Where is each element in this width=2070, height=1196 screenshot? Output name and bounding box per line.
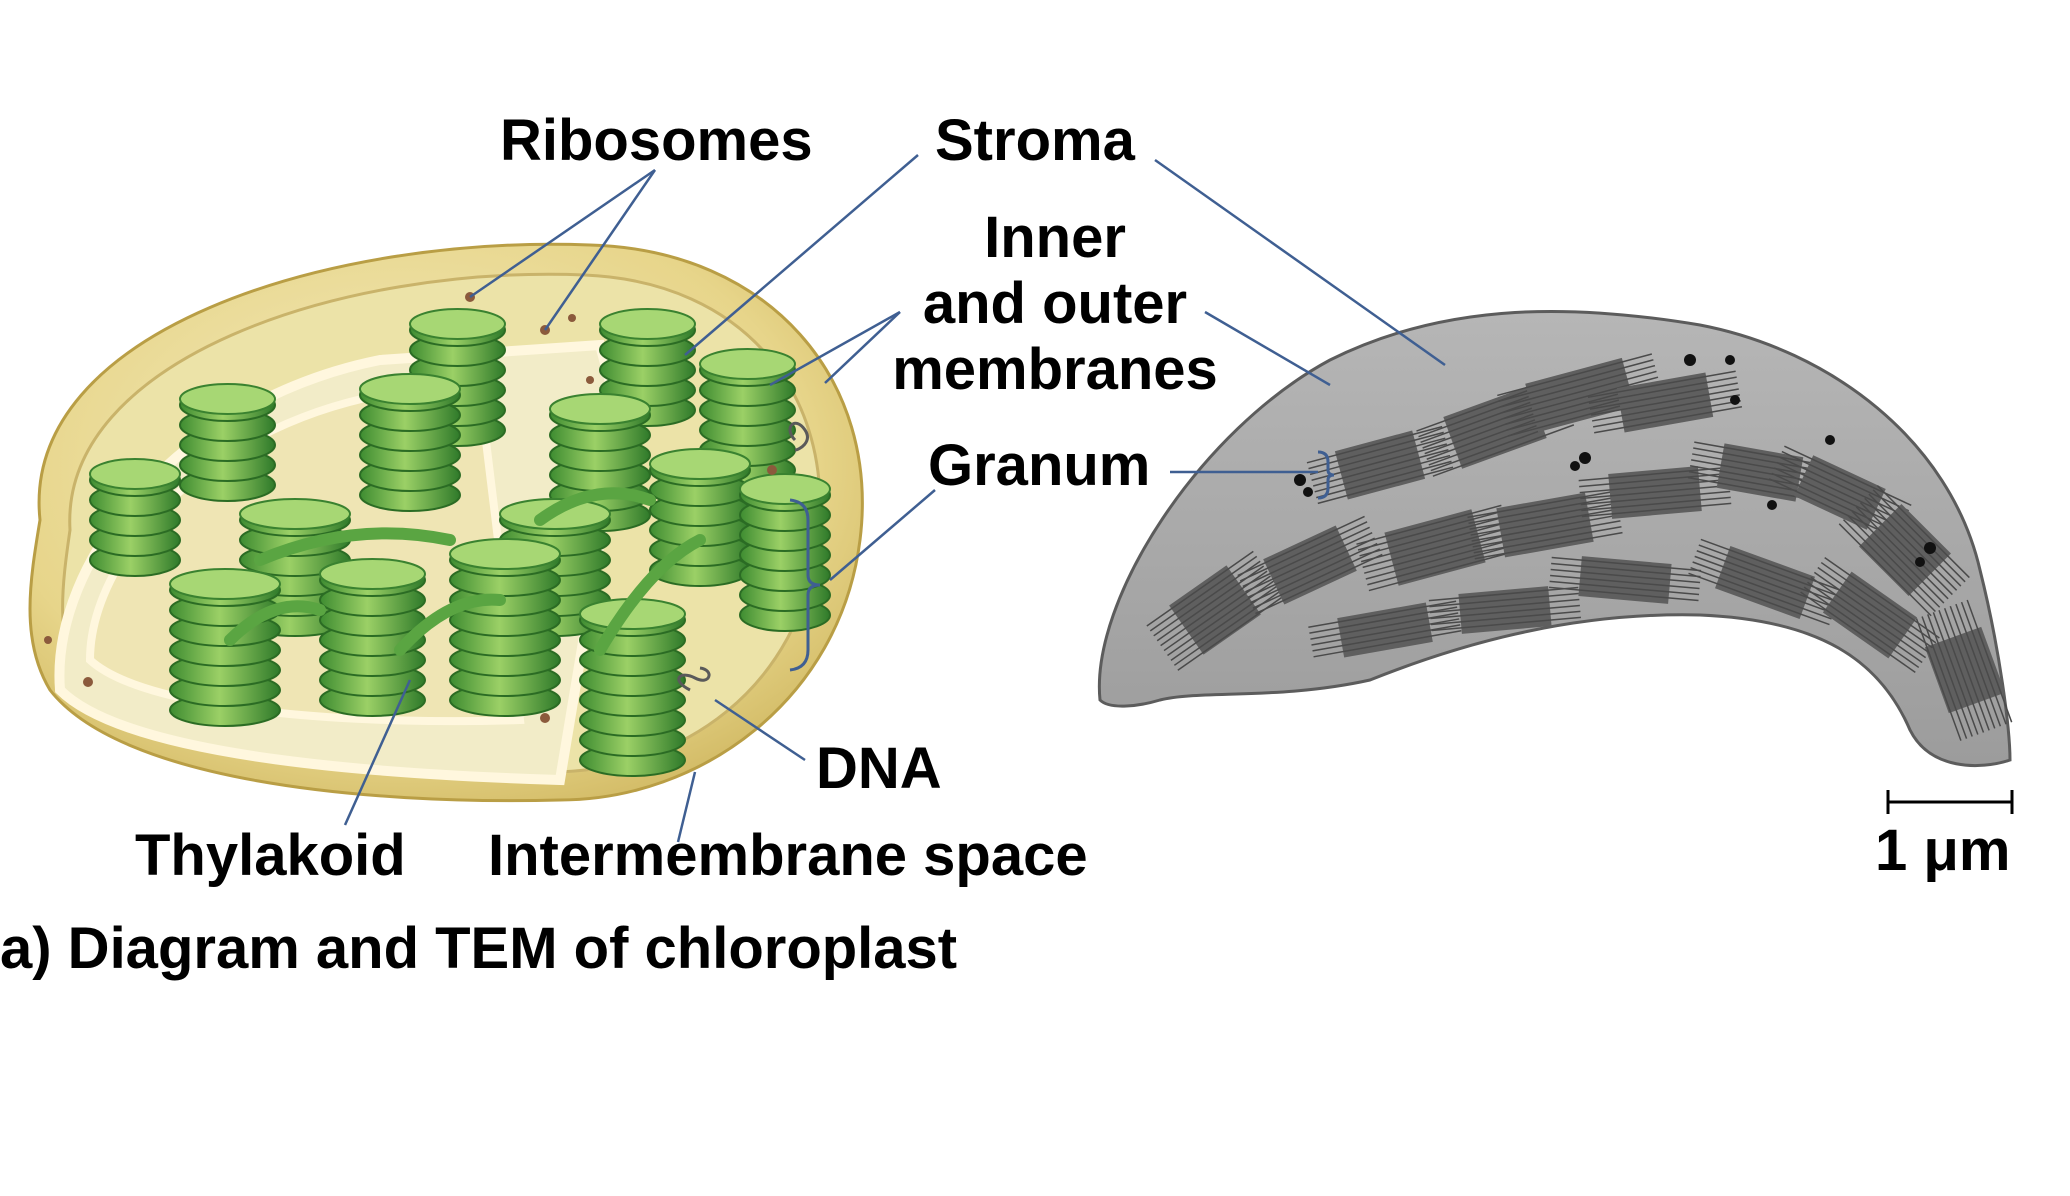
tem-stack bbox=[1838, 485, 1970, 617]
tem-ribosome-dots bbox=[1294, 354, 1936, 567]
figure-caption: a) Diagram and TEM of chloroplast bbox=[0, 916, 958, 981]
stroma-lamella bbox=[594, 534, 706, 656]
granum-top bbox=[319, 558, 426, 590]
tem-stack bbox=[1768, 445, 1912, 539]
label-ribosomes: Ribosomes bbox=[500, 108, 813, 173]
granum-top bbox=[359, 373, 461, 405]
granum-top bbox=[699, 348, 796, 380]
label-thylakoid: Thylakoid bbox=[135, 823, 406, 888]
leader-membranes-2 bbox=[824, 311, 901, 384]
granum-top bbox=[739, 473, 831, 505]
leader-ribosomes-1 bbox=[469, 168, 656, 299]
leader-membranes-tem bbox=[1204, 310, 1331, 387]
leader-granum-diagram bbox=[829, 489, 936, 581]
tem-stack bbox=[1428, 586, 1582, 634]
stroma-lamella bbox=[254, 527, 456, 566]
tem-micrograph bbox=[1097, 309, 2013, 768]
tem-stack bbox=[1915, 599, 2013, 741]
scale-bar-label: 1 μm bbox=[1875, 818, 2011, 883]
leader-intermembrane bbox=[676, 771, 697, 843]
tem-stack bbox=[1578, 466, 1732, 519]
leader-ribosomes-2 bbox=[543, 169, 657, 331]
label-intermembrane-space: Intermembrane space bbox=[488, 823, 1088, 888]
granum-top bbox=[169, 568, 281, 600]
label-dna: DNA bbox=[816, 736, 942, 801]
granum-top bbox=[549, 393, 651, 425]
tem-granum-bracket bbox=[1317, 450, 1335, 500]
leader-lines bbox=[343, 154, 1446, 843]
label-inner-outer-line-3: membranes bbox=[892, 337, 1218, 402]
granum-top bbox=[89, 458, 181, 490]
granum-top bbox=[449, 538, 561, 570]
granum-top bbox=[239, 498, 351, 530]
dna-loop bbox=[788, 421, 809, 452]
granum-top bbox=[649, 448, 751, 480]
dna-loop bbox=[677, 666, 711, 692]
granum-top bbox=[599, 308, 696, 340]
leader-dna bbox=[714, 698, 806, 762]
scale-bar bbox=[1886, 790, 2014, 814]
tem-stack bbox=[1548, 556, 1702, 604]
label-inner-outer-line-2: and outer bbox=[922, 271, 1188, 336]
granum-bracket bbox=[789, 498, 821, 672]
label-inner-outer-membranes: Inner and outer membranes bbox=[880, 205, 1230, 403]
leader-thylakoid bbox=[343, 679, 412, 826]
stroma-lamella bbox=[534, 487, 656, 526]
tem-stack bbox=[1356, 504, 1514, 592]
tem-stack bbox=[1587, 370, 1743, 434]
granum-top bbox=[409, 308, 506, 340]
tem-stack bbox=[1306, 425, 1454, 505]
leader-stroma-diagram bbox=[684, 154, 919, 356]
stroma-lamella bbox=[224, 600, 326, 646]
label-stroma: Stroma bbox=[935, 108, 1135, 173]
leader-stroma-tem bbox=[1154, 158, 1446, 367]
stroma-lamella bbox=[394, 593, 506, 656]
tem-stack bbox=[1237, 515, 1383, 615]
tem-stack bbox=[1800, 557, 1940, 673]
tem-stack bbox=[1467, 490, 1623, 560]
tem-stack bbox=[1308, 600, 1462, 658]
grana-stacks bbox=[89, 308, 831, 777]
label-inner-outer-line-1: Inner bbox=[984, 205, 1126, 270]
leader-membranes-1 bbox=[769, 310, 901, 387]
chloroplast-diagram bbox=[28, 242, 864, 803]
label-granum: Granum bbox=[928, 433, 1151, 498]
granum-top bbox=[179, 383, 276, 415]
